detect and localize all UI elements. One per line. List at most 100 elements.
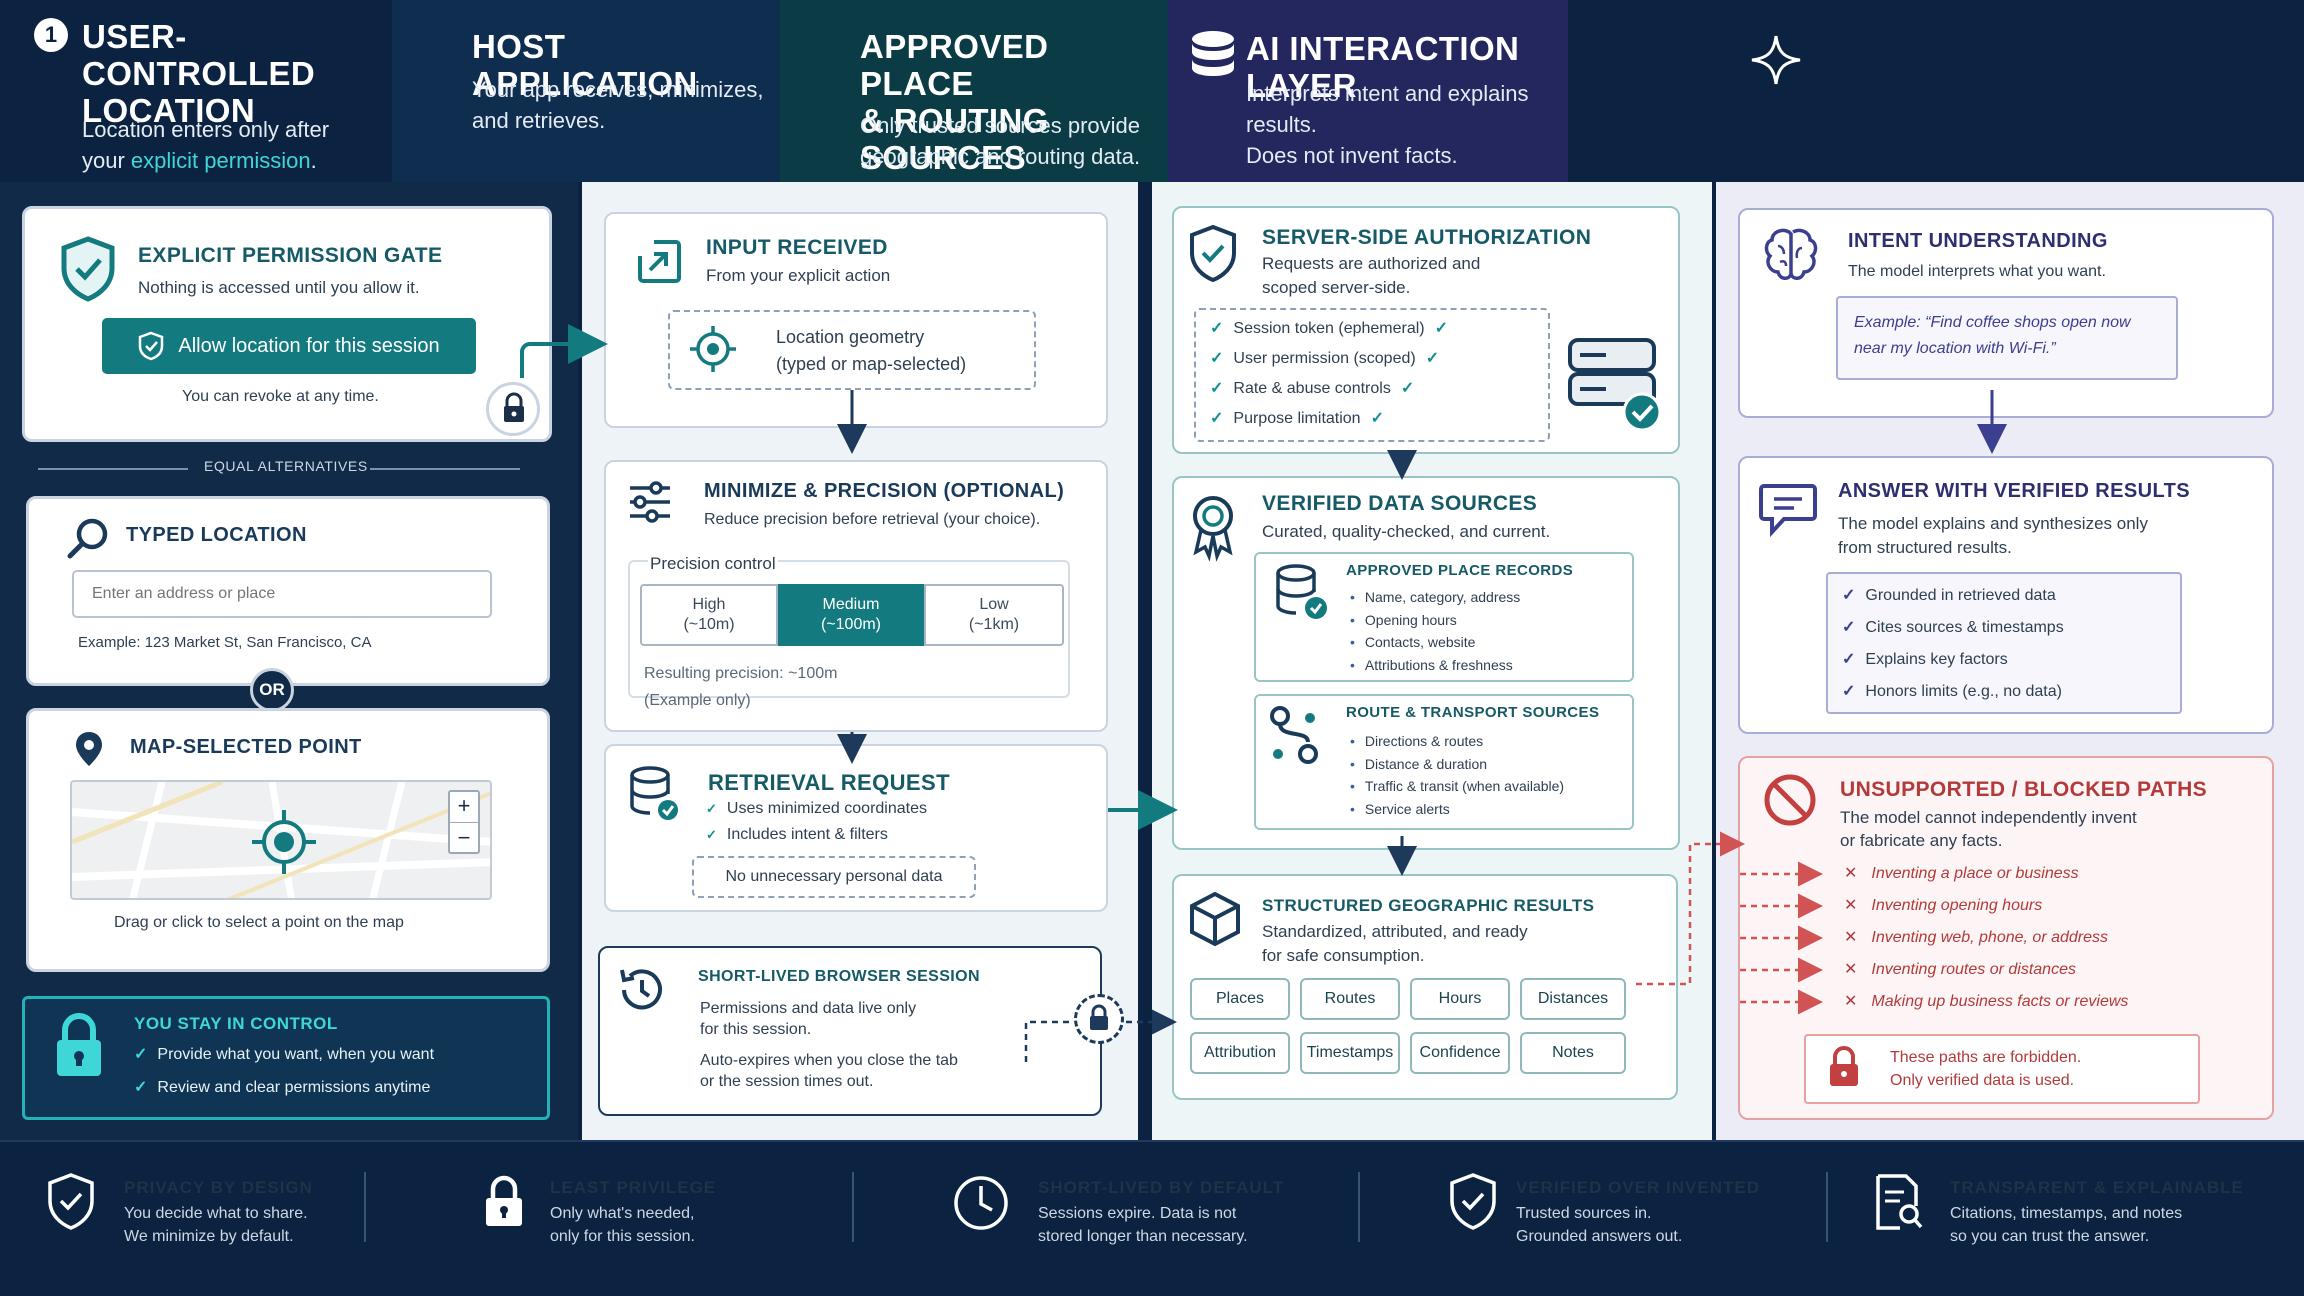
brain-icon bbox=[1764, 228, 1818, 280]
result-tag: Hours bbox=[1410, 978, 1510, 1020]
database-check-icon bbox=[1276, 564, 1327, 619]
list-item: ✓User permission (scoped)✓ bbox=[1210, 350, 1440, 367]
column-title: USER-CONTROLLED LOCATION bbox=[82, 18, 316, 129]
browser-session-text1: Permissions and data live only for this … bbox=[700, 1000, 917, 1038]
stay-in-control-list: ✓Provide what you want, when you want ✓R… bbox=[134, 1038, 434, 1104]
column-title: HOST APPLICATION bbox=[472, 28, 698, 102]
shield-check-icon bbox=[1450, 1173, 1496, 1230]
route-transport-title: ROUTE & TRANSPORT SOURCES bbox=[1346, 704, 1600, 721]
location-geometry-text: Location geometry (typed or map-selected… bbox=[776, 327, 967, 374]
result-tag: Routes bbox=[1300, 978, 1400, 1020]
column-title: AI INTERACTION LAYER bbox=[1246, 30, 1520, 104]
answer-checklist: ✓Grounded in retrieved data ✓Cites sourc… bbox=[1842, 580, 2064, 708]
arrow-in-box-icon bbox=[638, 240, 681, 283]
blocked-paths-text: The model cannot independently invent or… bbox=[1840, 808, 2137, 850]
precision-option-low[interactable]: Low (~1km) bbox=[924, 584, 1064, 646]
list-item: Attributions & freshness bbox=[1350, 654, 1520, 677]
server-authorization-card bbox=[1172, 206, 1680, 454]
result-tag: Places bbox=[1190, 978, 1290, 1020]
result-tag: Distances bbox=[1520, 978, 1626, 1020]
server-check-icon bbox=[1568, 338, 1662, 432]
footer-separator bbox=[364, 1172, 366, 1242]
answer-checklist-box bbox=[1826, 572, 2182, 714]
approved-records-title: APPROVED PLACE RECORDS bbox=[1346, 562, 1574, 579]
column-subtitle: Location enters only after your explicit… bbox=[82, 117, 330, 173]
verified-sources-title: VERIFIED DATA SOURCES bbox=[1262, 492, 1538, 515]
intent-understanding-text: The model interprets what you want. bbox=[1848, 263, 2106, 280]
retrieval-request-card bbox=[604, 744, 1108, 912]
resulting-precision: Resulting precision: ~100m (Example only… bbox=[644, 665, 838, 709]
list-item: Name, category, address bbox=[1350, 586, 1520, 609]
divider-line-left bbox=[38, 468, 188, 470]
route-icon bbox=[1270, 706, 1318, 764]
no-personal-data-note: No unnecessary personal data bbox=[692, 856, 976, 898]
browser-session-card bbox=[598, 946, 1102, 1116]
server-authorization-text: Requests are authorized and scoped serve… bbox=[1262, 254, 1481, 297]
precision-option-medium[interactable]: Medium (~100m) bbox=[778, 584, 924, 646]
precision-control-box bbox=[628, 560, 1070, 698]
document-search-icon bbox=[1876, 1174, 1923, 1230]
blocked-paths-list: ✕Inventing a place or business ✕Inventin… bbox=[1844, 858, 2128, 1018]
lock-icon bbox=[486, 1175, 522, 1226]
zoom-out-button[interactable]: − bbox=[448, 822, 480, 854]
browser-session-title: SHORT-LIVED BROWSER SESSION bbox=[698, 968, 980, 985]
clock-icon bbox=[954, 1176, 1008, 1230]
list-item: ✕Inventing routes or distances bbox=[1844, 961, 2076, 978]
map-streets bbox=[72, 782, 490, 898]
precision-control-label: Precision control bbox=[648, 552, 778, 576]
list-item: ✕Inventing a place or business bbox=[1844, 865, 2079, 882]
list-item: Service alerts bbox=[1350, 798, 1564, 821]
structured-results-text: Standardized, attributed, and ready for … bbox=[1262, 922, 1528, 965]
equal-alternatives-label: EQUAL ALTERNATIVES bbox=[204, 458, 368, 474]
server-authorization-title: SERVER-SIDE AUTHORIZATION bbox=[1262, 226, 1592, 249]
column-subtitle: Your app receives, minimizes, and retrie… bbox=[472, 77, 764, 133]
footer-separator bbox=[1358, 1172, 1360, 1242]
lock-icon bbox=[57, 1013, 101, 1076]
location-geometry-box bbox=[668, 310, 1036, 390]
lock-icon bbox=[1830, 1046, 1858, 1086]
address-input[interactable] bbox=[72, 570, 492, 618]
typed-location-title: TYPED LOCATION bbox=[126, 524, 307, 546]
footer-bar bbox=[0, 1140, 2304, 1296]
lock-icon bbox=[1090, 1004, 1108, 1030]
list-item: Distance & duration bbox=[1350, 753, 1564, 776]
intent-example-box: Example: “Find coffee shops open now nea… bbox=[1836, 296, 2178, 380]
column-title: APPROVED PLACE & ROUTING SOURCES bbox=[860, 28, 1049, 176]
chat-bubble-icon bbox=[1759, 484, 1817, 538]
revoke-note: You can revoke at any time. bbox=[182, 388, 379, 405]
result-tag: Notes bbox=[1520, 1032, 1626, 1074]
blocked-paths-title: UNSUPPORTED / BLOCKED PATHS bbox=[1840, 778, 2208, 801]
footer-text: Only what's needed, only for this sessio… bbox=[550, 1205, 695, 1245]
divider-line-right bbox=[370, 468, 520, 470]
column-subtitle: Interprets intent and explains results. … bbox=[1246, 81, 1529, 168]
list-item: ✕Inventing opening hours bbox=[1844, 897, 2043, 914]
map-caption: Drag or click to select a point on the m… bbox=[114, 914, 404, 931]
list-item: ✓Honors limits (e.g., no data) bbox=[1842, 683, 2062, 700]
list-item: ✓Includes intent & filters bbox=[706, 826, 888, 843]
forbidden-note: These paths are forbidden. Only verified… bbox=[1890, 1049, 2082, 1089]
list-item: ✓Purpose limitation✓ bbox=[1210, 410, 1384, 427]
precision-option-high[interactable]: High (~10m) bbox=[640, 584, 778, 646]
column-header-host-application: HOST APPLICATION Your app receives, mini… bbox=[392, 0, 1052, 182]
authorization-checklist: ✓Session token (ephemeral)✓ ✓User permis… bbox=[1210, 314, 1458, 434]
list-item: ✓Review and clear permissions anytime bbox=[134, 1079, 431, 1096]
map-view[interactable]: + − bbox=[70, 780, 492, 900]
zoom-in-button[interactable]: + bbox=[457, 793, 471, 818]
input-received-text: From your explicit action bbox=[706, 266, 891, 285]
answer-verified-title: ANSWER WITH VERIFIED RESULTS bbox=[1838, 480, 2190, 502]
result-tag: Timestamps bbox=[1300, 1032, 1400, 1074]
shield-check-icon bbox=[1190, 224, 1236, 283]
allow-location-button[interactable]: Allow location for this session bbox=[102, 318, 476, 374]
shield-icon bbox=[139, 331, 164, 361]
footer-title: SHORT-LIVED BY DEFAULT bbox=[1038, 1178, 1285, 1197]
map-target-icon bbox=[252, 810, 316, 874]
authorization-checklist-box bbox=[1194, 308, 1550, 442]
list-item: ✓Uses minimized coordinates bbox=[706, 800, 927, 817]
permission-gate-text: Nothing is accessed until you allow it. bbox=[138, 278, 420, 297]
sliders-icon bbox=[630, 481, 670, 523]
approved-records-list: Name, category, address Opening hours Co… bbox=[1350, 586, 1520, 676]
sparkle-icon bbox=[1751, 35, 1801, 85]
footer-title: TRANSPARENT & EXPLAINABLE bbox=[1950, 1178, 2244, 1197]
stay-in-control-title: YOU STAY IN CONTROL bbox=[134, 1014, 338, 1033]
